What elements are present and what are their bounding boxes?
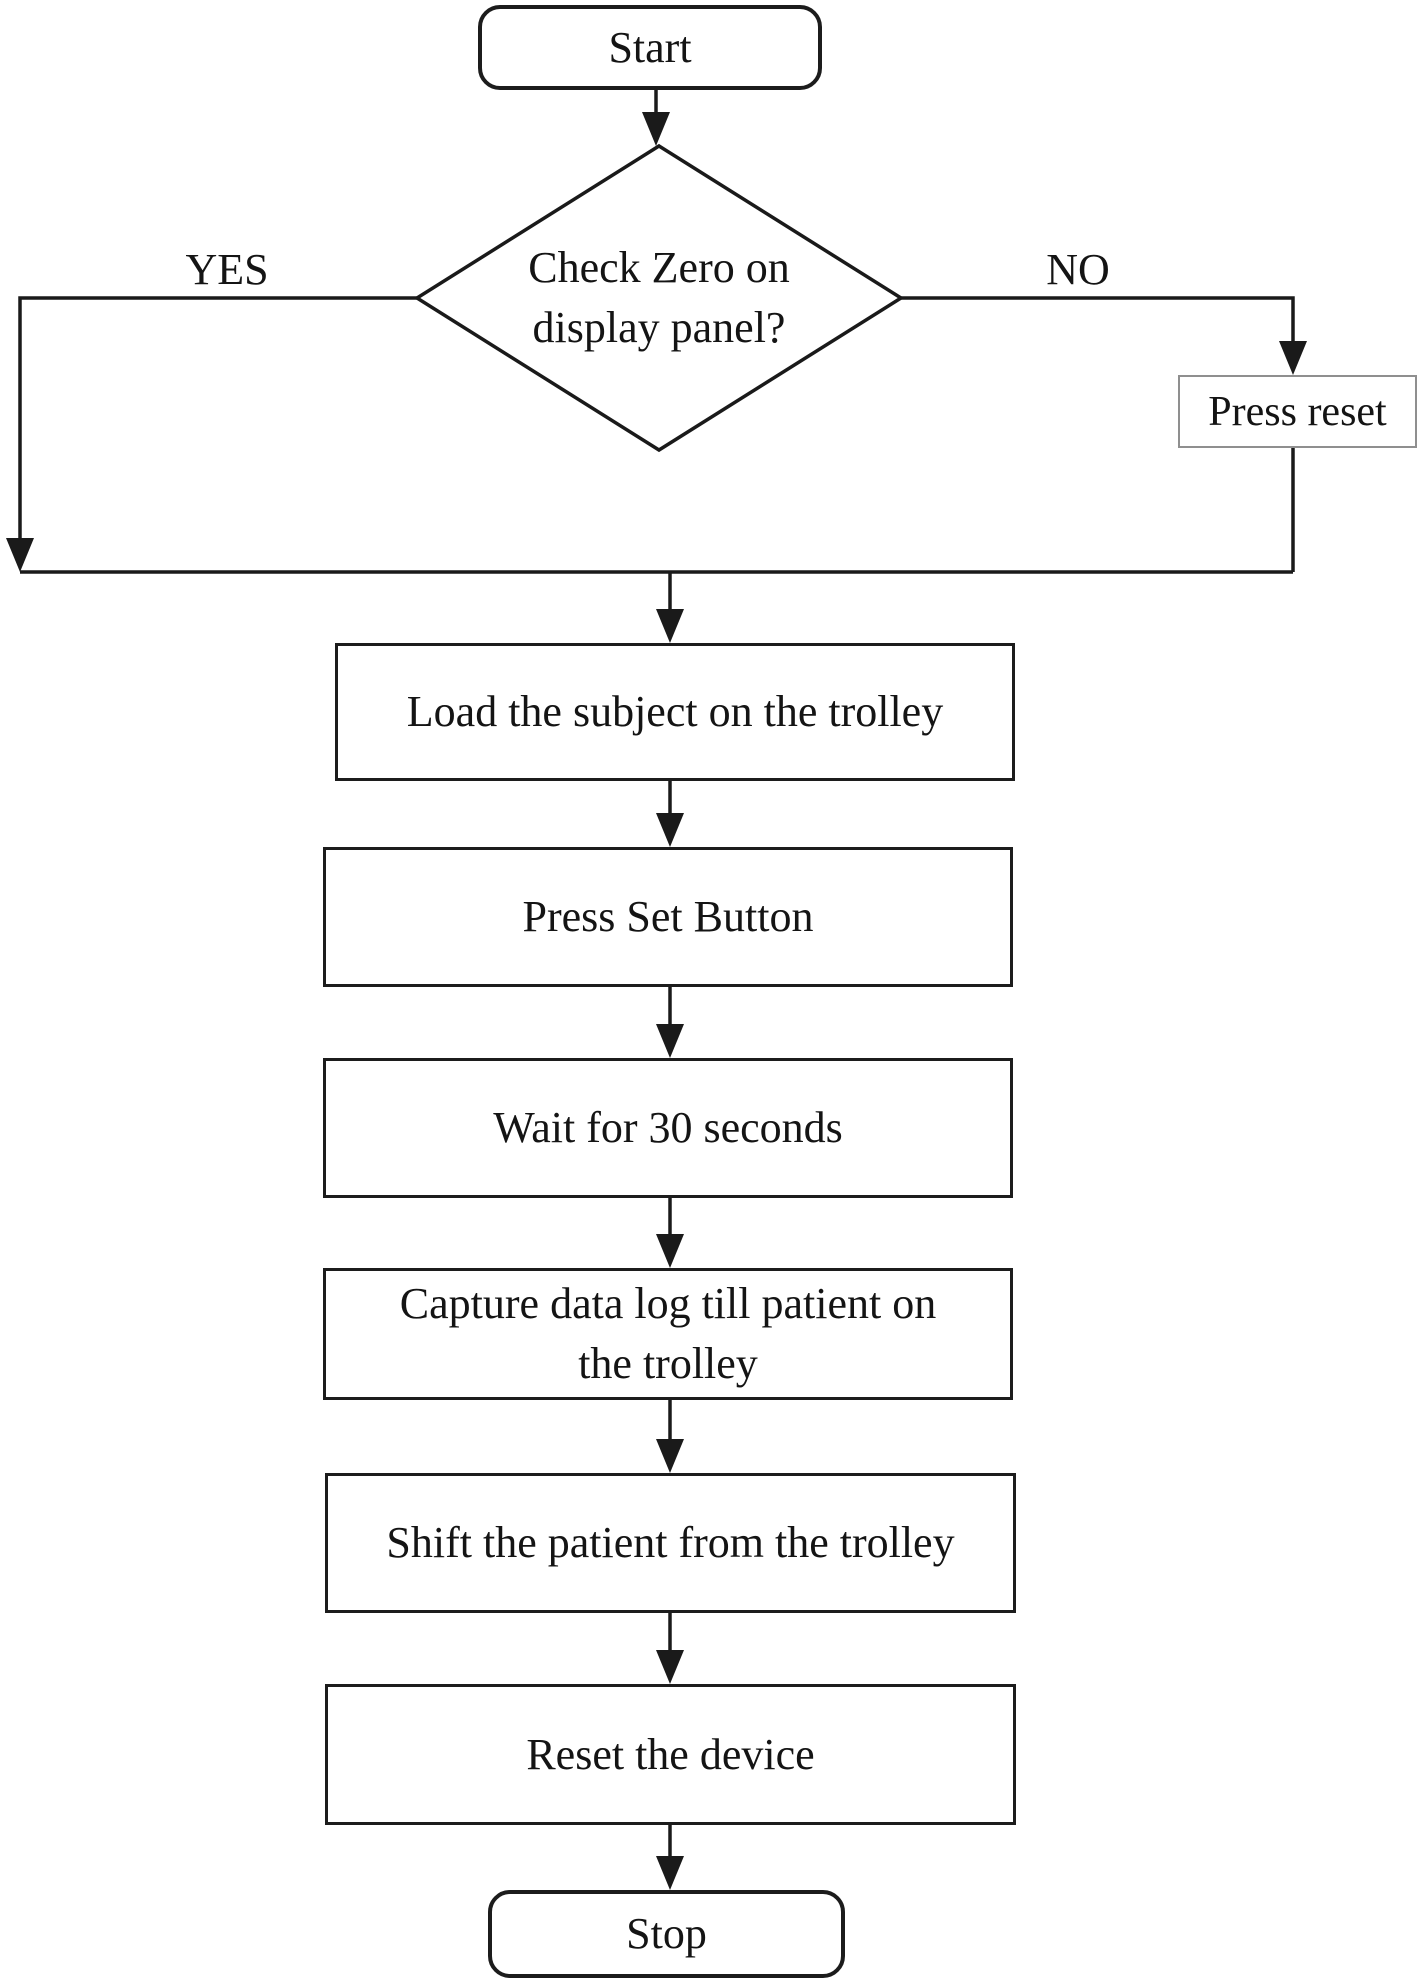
node-stop-label: Stop (626, 1909, 707, 1958)
node-wait-30-seconds-label: Wait for 30 seconds (493, 1103, 843, 1152)
branch-label-yes: YES (185, 244, 269, 294)
node-shift-patient-label: Shift the patient from the trolley (386, 1518, 955, 1567)
node-decision-line1: Check Zero on (528, 243, 790, 292)
node-capture-data-log: Capture data log till patient on the tro… (323, 1268, 1013, 1400)
node-reset-device-label: Reset the device (526, 1729, 815, 1779)
node-decision-line2: display panel? (532, 303, 786, 352)
node-reset-device: Reset the device (325, 1684, 1016, 1825)
node-shift-patient: Shift the patient from the trolley (325, 1473, 1016, 1613)
arrowhead-icon (656, 813, 684, 847)
node-start-label: Start (608, 22, 692, 72)
node-decision: Check Zero on display panel? (409, 222, 909, 374)
node-stop: Stop (488, 1890, 845, 1978)
node-press-set-button-label: Press Set Button (522, 892, 814, 941)
arrowhead-icon (1279, 341, 1307, 375)
arrowhead-icon (6, 538, 34, 572)
node-press-reset: Press reset (1178, 375, 1417, 448)
decision-diamond-shape (413, 143, 905, 453)
arrowhead-icon (656, 1856, 684, 1890)
node-start: Start (478, 5, 822, 90)
arrowhead-icon (656, 1650, 684, 1684)
node-capture-data-log-line1: Capture data log till patient on (399, 1279, 937, 1328)
node-press-set-button: Press Set Button (323, 847, 1013, 987)
node-load-subject: Load the subject on the trolley (335, 643, 1015, 781)
node-press-reset-label: Press reset (1208, 388, 1387, 435)
arrowhead-icon (656, 609, 684, 643)
node-load-subject-label: Load the subject on the trolley (406, 687, 944, 736)
branch-label-no: NO (1046, 244, 1110, 294)
node-wait-30-seconds: Wait for 30 seconds (323, 1058, 1013, 1198)
edge-yes-branch (18, 296, 417, 540)
arrowhead-icon (656, 1024, 684, 1058)
node-capture-data-log-line2: the trolley (578, 1339, 758, 1388)
arrowhead-icon (642, 112, 670, 146)
arrowhead-icon (656, 1234, 684, 1268)
arrowhead-icon (656, 1439, 684, 1473)
edge-no-branch (901, 296, 1295, 343)
